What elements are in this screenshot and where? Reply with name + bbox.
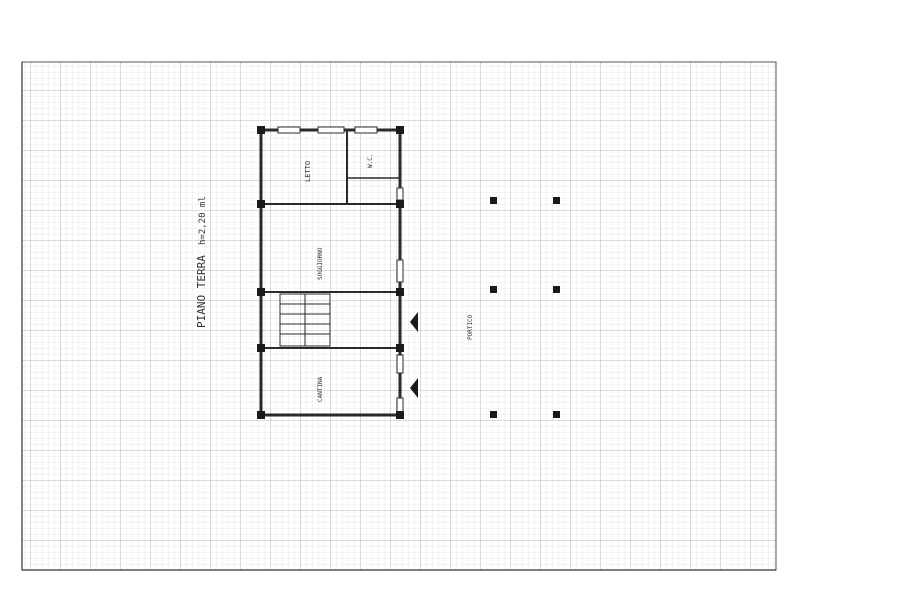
building-walls [259, 126, 404, 417]
room-label-portico: PORTICO [467, 314, 474, 340]
room-label-wc: W.C. [367, 154, 374, 168]
staircase [279, 293, 331, 347]
title-label: PIANO TERRA [195, 255, 208, 328]
room-label-cantina: CANTINA [317, 376, 324, 402]
entry-arrow-icon [410, 312, 418, 398]
building-columns [257, 126, 404, 419]
height-note: h=2,20 ml [198, 196, 208, 245]
portico-pillars [490, 197, 560, 418]
room-label-letto: LETTO [304, 161, 312, 182]
room-label-soggiorno: SOGGIORNO [317, 247, 324, 280]
room-labels: PIANO TERRA h=2,20 ml LETTO W.C. SOGGIOR… [195, 154, 474, 402]
